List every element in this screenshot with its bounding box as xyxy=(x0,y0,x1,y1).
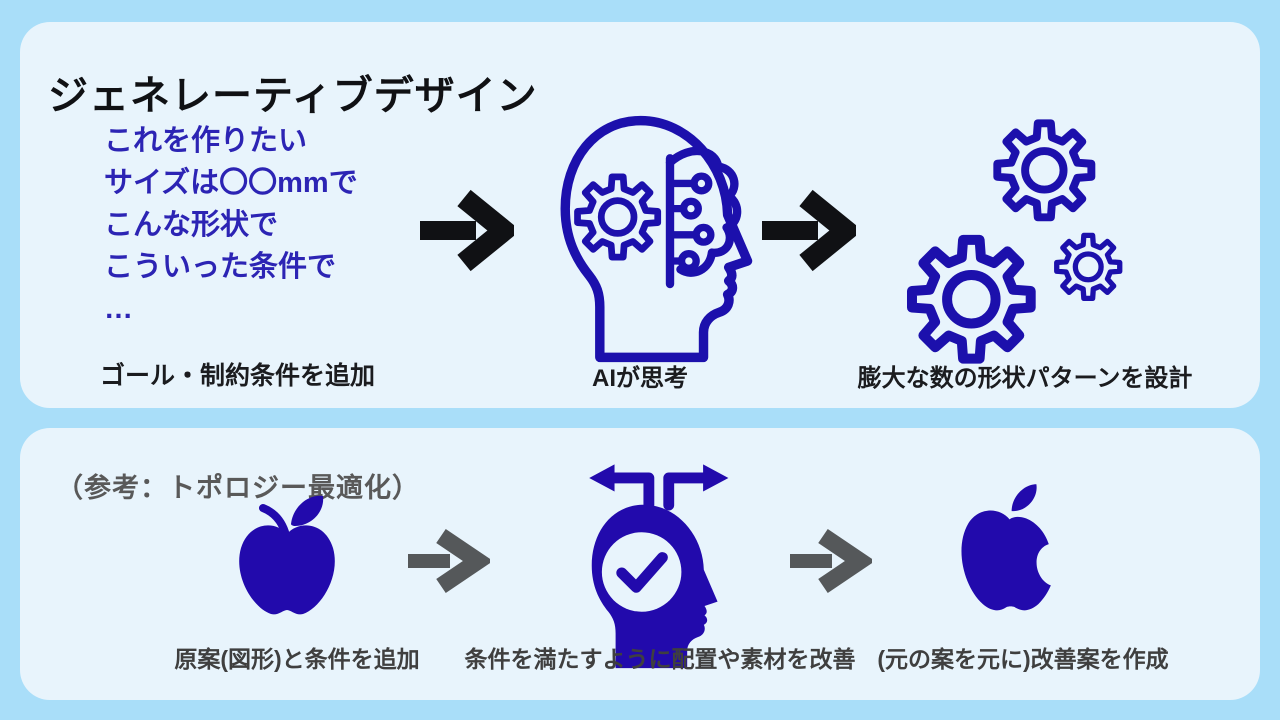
request-line: … xyxy=(104,293,133,325)
page-title: ジェネレーティブデザイン xyxy=(48,73,538,118)
request-line: こういった条件で xyxy=(104,251,337,283)
gears-icon xyxy=(900,108,1125,377)
ai-brain-icon xyxy=(538,108,758,375)
apple-icon xyxy=(222,486,352,641)
request-line: これを作りたい xyxy=(104,125,308,157)
reference-title: （参考：トポロジー最適化） xyxy=(56,473,420,504)
step3-caption: 膨大な数の形状パターンを設計 xyxy=(857,365,1193,392)
arrow-right-icon xyxy=(762,188,863,279)
bstep3-caption: (元の案を元に)改善案を作成 xyxy=(877,646,1169,672)
goal-constraints-text: これを作りたい サイズは〇〇mmで こんな形状で こういった条件で … xyxy=(104,120,358,330)
step1-caption: ゴール・制約条件を追加 xyxy=(100,362,376,390)
arrow-right-icon xyxy=(790,528,876,599)
head-check-icon xyxy=(562,440,752,680)
generative-design-card: ジェネレーティブデザイン これを作りたい サイズは〇〇mmで こんな形状で こう… xyxy=(20,22,1260,408)
bstep1-caption: 原案(図形)と条件を追加 xyxy=(174,646,420,672)
arrow-right-icon xyxy=(408,528,494,599)
apple-logo-icon xyxy=(945,476,1070,641)
bstep2-caption: 条件を満たすように配置や素材を改善 xyxy=(464,646,856,672)
step2-caption: AIが思考 xyxy=(592,365,688,392)
request-line: サイズは〇〇mmで xyxy=(104,167,358,199)
topology-optimization-card: （参考：トポロジー最適化） xyxy=(20,428,1260,700)
arrow-right-icon xyxy=(420,188,521,279)
request-line: こんな形状で xyxy=(104,209,279,241)
